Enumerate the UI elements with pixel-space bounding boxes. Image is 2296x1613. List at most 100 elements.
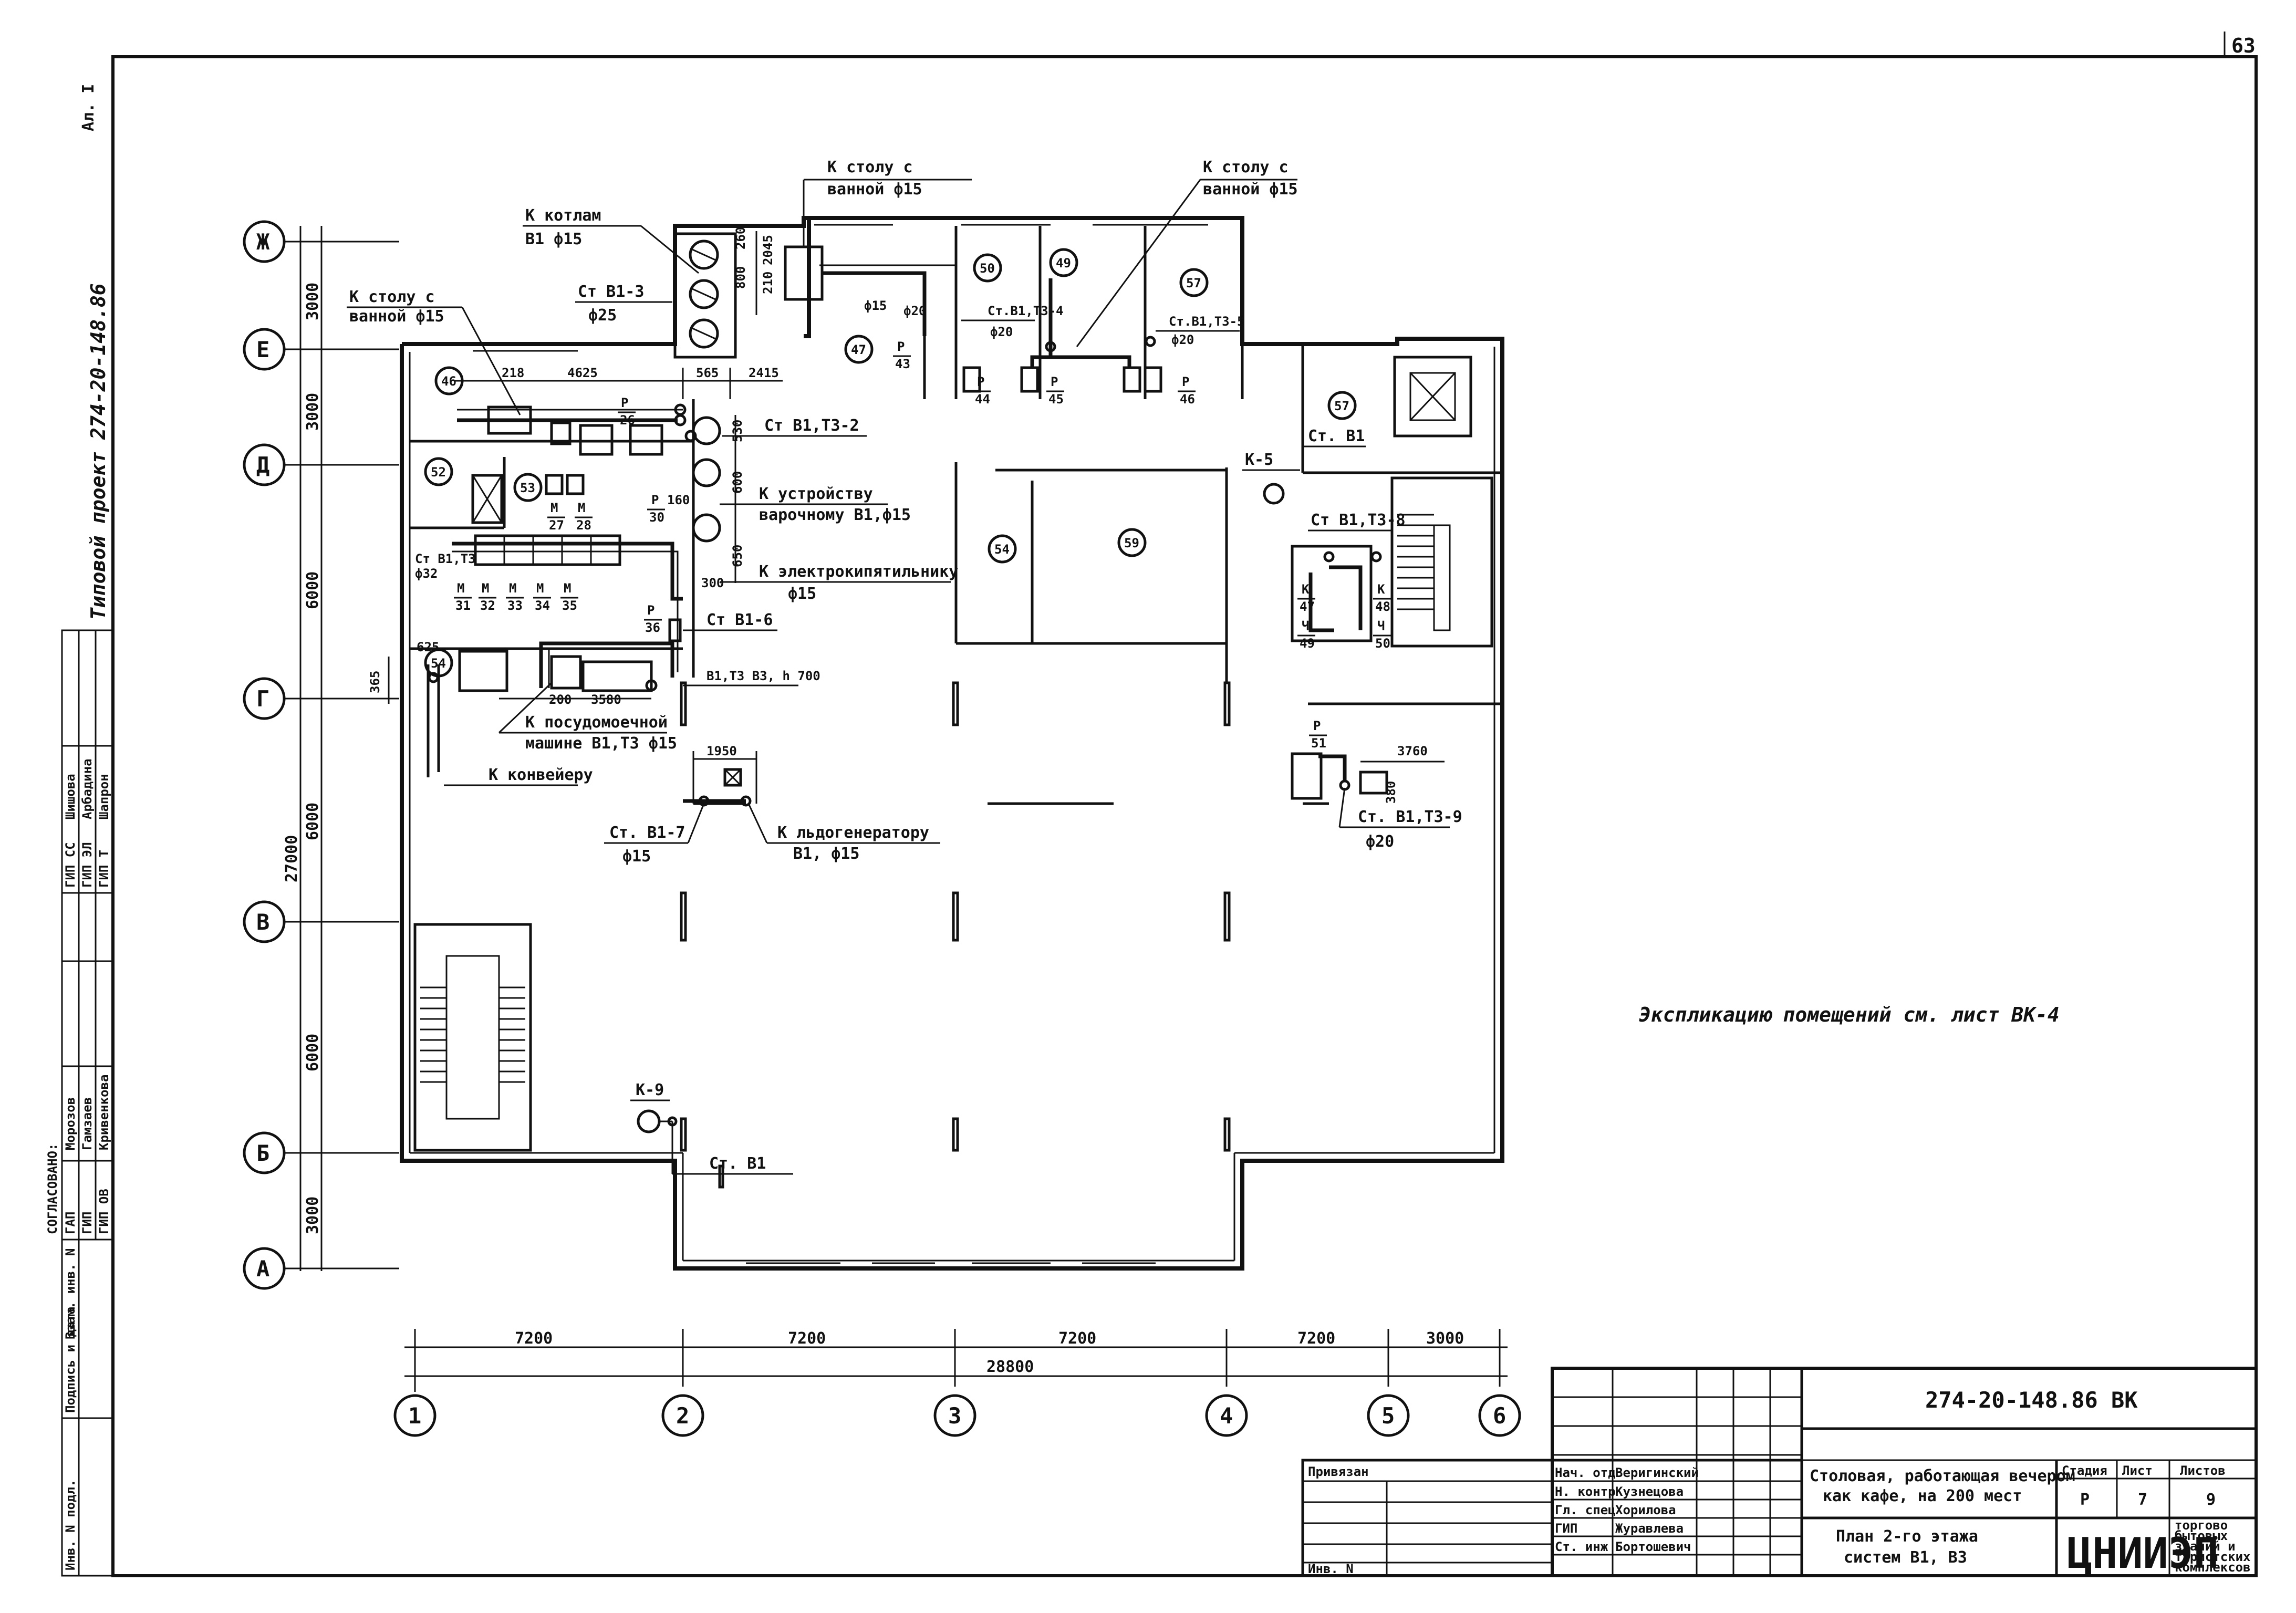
svg-text:зданий и: зданий и (2175, 1539, 2236, 1554)
ann-st-v1-t3-left: Ст В1,Т3 (415, 551, 476, 566)
ann-k-elektro: К электрокипятильнику (759, 563, 958, 581)
axis-letter-Zh: Ж (256, 229, 270, 255)
ann-d20-small: ф20 (903, 304, 926, 318)
doc-code: 274-20-148.86 ВК (1925, 1387, 2138, 1413)
stamp-role-5: ГИП Т (97, 850, 111, 888)
axis-num-5: 5 (1381, 1403, 1395, 1429)
ann-st-v1-7: Ст. В1-7 (609, 824, 685, 842)
svg-text:Р: Р (647, 603, 654, 618)
ann-st-v1-t3-4: Ст.В1,Т3-4 (988, 304, 1064, 318)
ann-d20-c: ф20 (1366, 832, 1394, 851)
room-52: 52 (431, 465, 446, 480)
building-walls (400, 216, 1504, 1271)
inv-col-0: Инв. N подл. (63, 1480, 78, 1570)
stamp-role-0: ГАП (63, 1212, 78, 1234)
svg-text:160: 160 (667, 493, 690, 507)
axis-letter-E: Е (256, 337, 269, 362)
vdim-5: 3000 (304, 1196, 322, 1234)
ann-k5: К-5 (1245, 451, 1273, 469)
svg-text:45: 45 (1048, 392, 1064, 407)
ann-k-stolu-2: К столу с (827, 158, 913, 176)
sheet-value: 7 (2138, 1491, 2147, 1509)
ann-k-stolu-3: К столу с (1203, 158, 1289, 176)
hdim-2: 7200 (1058, 1329, 1096, 1348)
staff-role-1: Н. контр (1555, 1484, 1616, 1499)
staff-role-0: Нач. отд (1555, 1465, 1616, 1480)
inv-col-1: Подпись и дата (63, 1307, 78, 1413)
ann-st-v1: Ст. В1 (1308, 427, 1365, 445)
ann-d15-small: ф15 (864, 298, 887, 313)
room-markers: 46 47 49 50 57 52 53 54 54 59 57 (424, 248, 1357, 678)
svg-text:Р: Р (651, 493, 659, 507)
ann-k-posudomoechnoi: К посудомоечной (525, 713, 668, 732)
inv-n-label: Инв. N (1308, 1562, 1354, 1576)
vdim-3: 6000 (304, 803, 322, 840)
room-47: 47 (851, 342, 866, 357)
ann-k-kotlam: К котлам (525, 206, 601, 225)
plumbing-network (427, 232, 1388, 1133)
stamp-role-1: ГИП (80, 1212, 95, 1234)
svg-text:30: 30 (649, 510, 664, 525)
room-57: 57 (1334, 399, 1349, 413)
explication-note: Экспликацию помещений см. лист ВК-4 (1639, 1003, 2060, 1026)
svg-text:3580: 3580 (591, 692, 621, 707)
axis-letter-A: А (256, 1256, 269, 1282)
svg-text:48: 48 (1375, 599, 1390, 614)
fix-r26: Р (621, 396, 628, 410)
ann-vannoi-3: ванной ф15 (1203, 180, 1298, 199)
svg-text:комплексов: комплексов (2175, 1560, 2251, 1575)
svg-text:650: 650 (730, 545, 745, 567)
svg-text:1950: 1950 (707, 744, 737, 758)
vdim-4: 6000 (304, 1034, 322, 1071)
svg-text:300: 300 (701, 576, 724, 590)
staff-name-3: Журавлева (1615, 1521, 1684, 1536)
annotations: К котлам В1 ф15 Ст В1-3 ф25 К столу с ва… (347, 158, 1462, 1175)
svg-text:46: 46 (1180, 392, 1195, 407)
room-49: 49 (1056, 256, 1071, 270)
svg-text:торгово: торгово (2175, 1518, 2228, 1533)
fixture-labels: Р 26 М 27 М 28 Р 30 М 31 М 32 М 33 М 34 … (454, 339, 1391, 751)
svg-text:М: М (564, 581, 571, 596)
typical-project-label: Типовой проект 274-20-148.86 (87, 283, 110, 620)
ann-vannoi-1: ванной ф15 (349, 307, 444, 326)
axis-num-6: 6 (1493, 1403, 1506, 1429)
sheet-corner-mark: Ал. I (79, 84, 98, 131)
svg-text:Р: Р (1051, 374, 1058, 389)
ann-varochnomu: варочному В1,ф15 (759, 506, 911, 524)
room-59: 59 (1124, 536, 1139, 550)
ann-d15-v17: ф15 (622, 847, 651, 866)
ann-k-ldogeneratoru: К льдогенератору (777, 824, 929, 842)
svg-text:34: 34 (535, 598, 550, 613)
svg-text:2415: 2415 (749, 366, 779, 380)
org-name: ЦНИИЭП (2067, 1529, 2219, 1578)
room-54: 54 (994, 542, 1010, 557)
stamp-role-2: ГИП ОВ (97, 1189, 111, 1234)
svg-text:27: 27 (549, 518, 564, 533)
stair-right (1390, 356, 1493, 648)
svg-text:М: М (482, 581, 489, 596)
svg-text:Р: Р (897, 339, 905, 354)
ann-d20-a: ф20 (990, 325, 1013, 339)
svg-text:3760: 3760 (1397, 744, 1428, 758)
vdim-2: 6000 (304, 571, 322, 609)
stair-left (413, 923, 532, 1152)
hdim-total: 28800 (986, 1358, 1034, 1376)
soglasovano-label: СОГЛАСОВАНО: (45, 1143, 60, 1234)
stamp-name-4: Арбадина (80, 758, 95, 819)
stamp-name-3: Шишова (63, 774, 78, 819)
ann-v1-15-ldo: В1, ф15 (793, 845, 859, 863)
room-50: 50 (980, 261, 995, 276)
axis-num-3: 3 (948, 1403, 961, 1429)
ann-st-v1-t3-8: Ст В1,Т3-8 (1311, 511, 1406, 529)
svg-text:35: 35 (562, 598, 577, 613)
ann-mashine: машине В1,Т3 ф15 (525, 734, 677, 753)
ann-vannoi-2: ванной ф15 (827, 180, 922, 199)
ann-v1-t3-v3: В1,Т3 В3, h 700 (707, 669, 820, 683)
ann-st-v1-6: Ст В1-6 (707, 611, 773, 629)
sheets-header: Листов (2180, 1463, 2226, 1478)
stamp-role-3: ГИП СС (63, 842, 78, 888)
axis-letter-B: Б (256, 1140, 269, 1166)
axis-letter-V: В (256, 909, 269, 935)
vdim-1: 3000 (304, 393, 322, 431)
